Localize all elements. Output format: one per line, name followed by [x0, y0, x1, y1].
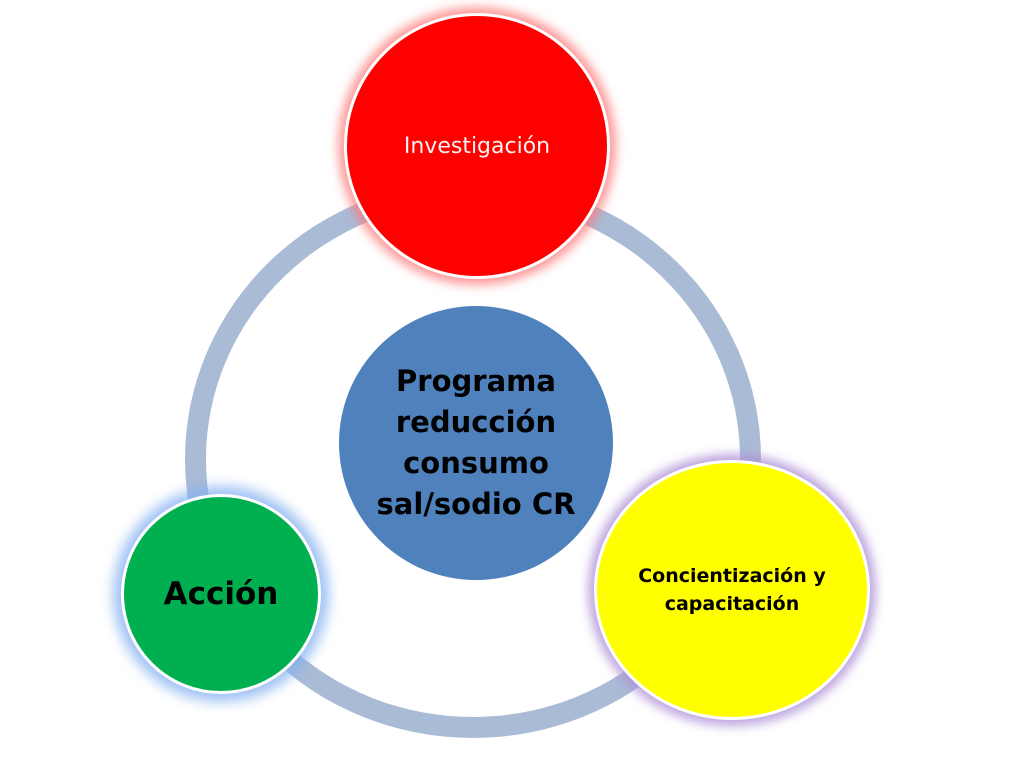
- node-concientizacion-label: Concientización y capacitación: [638, 565, 826, 615]
- node-accion: Acción: [121, 494, 321, 694]
- center-node-label: Programa reducción consumo sal/sodio CR: [376, 364, 576, 521]
- node-concientizacion: Concientización y capacitación: [594, 460, 870, 720]
- node-accion-label: Acción: [163, 576, 279, 612]
- center-node: Programa reducción consumo sal/sodio CR: [339, 306, 613, 580]
- node-investigacion-label: Investigación: [403, 134, 551, 159]
- node-investigacion: Investigación: [344, 13, 610, 279]
